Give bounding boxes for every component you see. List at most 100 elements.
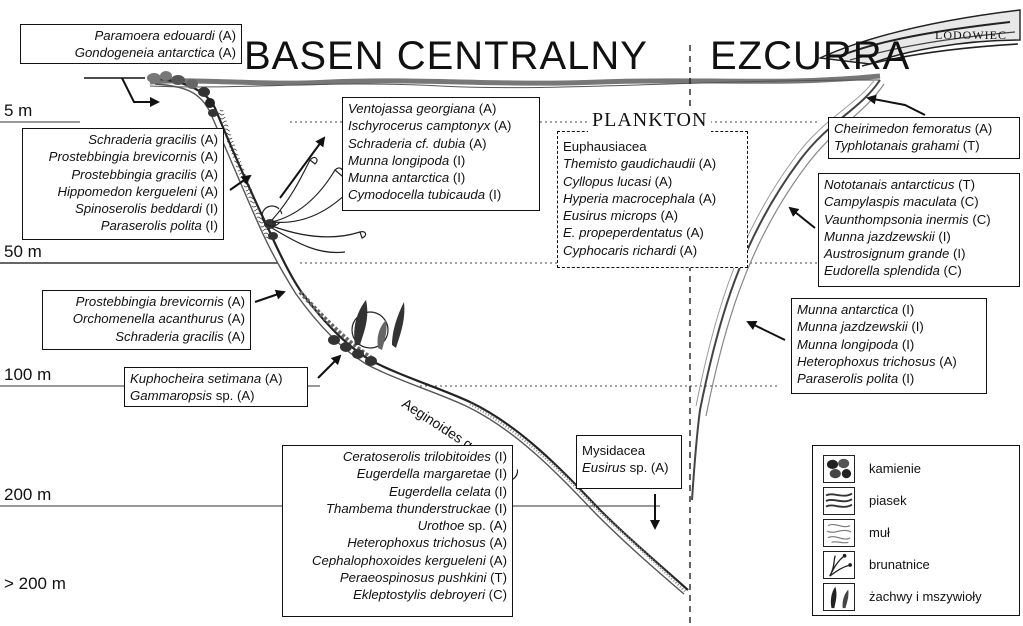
- species-line: Nototanais antarcticus (T): [824, 176, 1014, 193]
- species-box-100m: Kuphocheira setimana (A)Gammaropsis sp. …: [124, 367, 308, 407]
- species-line: Urothoe sp. (A): [288, 517, 507, 534]
- species-line: Kuphocheira setimana (A): [130, 370, 302, 387]
- taxon-tag: (I): [449, 170, 466, 186]
- species-line: Schraderia gracilis (A): [48, 328, 245, 345]
- species-name: Ekleptostylis debroyeri: [353, 587, 486, 603]
- ezcurra-title: EZCURRA: [710, 34, 911, 78]
- legend-item-ascidians: żachwy i mszywioły: [823, 582, 982, 612]
- species-line: Ventojassa georgiana (A): [348, 100, 534, 117]
- species-line: Gondogeneia antarctica (A): [26, 44, 236, 61]
- taxon-tag: (T): [954, 177, 975, 192]
- species-line: Hyperia macrocephala (A): [563, 190, 742, 207]
- species-line: Prostebbingia brevicornis (A): [28, 148, 218, 165]
- species-name: Nototanais antarcticus: [824, 177, 955, 192]
- species-line: Paraserolis polita (I): [28, 217, 218, 234]
- species-name: Cyllopus lucasi: [563, 173, 651, 189]
- species-name: Campylaspis maculata: [824, 194, 957, 210]
- species-line: Peraeospinosus pushkini (T): [288, 569, 507, 586]
- taxon-tag: (A): [650, 173, 673, 189]
- taxon-tag: sp. (A): [625, 460, 669, 476]
- species-box-deep: Ceratoserolis trilobitoides (I)Eugerdell…: [282, 445, 513, 617]
- taxon-tag: (I): [898, 302, 915, 317]
- taxon-tag: (C): [956, 194, 979, 210]
- sea-surface: [149, 73, 881, 86]
- species-line: Thambema thunderstruckae (I): [288, 500, 507, 517]
- species-line: Munna antarctica (I): [797, 301, 981, 318]
- taxon-tag: (I): [490, 483, 507, 499]
- species-name: Schraderia gracilis: [88, 132, 197, 147]
- species-name: Cyphocaris richardi: [563, 242, 676, 258]
- legend-item-sand: piasek: [823, 486, 907, 516]
- taxon-tag: (A): [196, 166, 218, 182]
- taxon-tag: (A): [485, 552, 507, 568]
- depth-label-200m: 200 m: [4, 485, 52, 504]
- pointer-arrows: [84, 77, 926, 530]
- sand-icon: [823, 487, 855, 515]
- kelp-icon: [823, 551, 855, 579]
- species-line: Ceratoserolis trilobitoides (I): [288, 448, 507, 465]
- taxon-tag: (A): [223, 294, 245, 309]
- species-box-50-100m: Prostebbingia brevicornis (A)Orchomenell…: [42, 290, 251, 350]
- taxon-tag: (I): [949, 246, 966, 262]
- taxon-tag: (A): [682, 225, 704, 241]
- stones: [147, 71, 377, 366]
- taxon-tag: (A): [675, 242, 698, 258]
- species-name: Themisto gaudichaudii: [563, 156, 695, 172]
- species-line: Cyllopus lucasi (A): [563, 173, 742, 190]
- species-name: Gondogeneia antarctica: [74, 45, 215, 61]
- species-line: Munna longipoda (I): [348, 152, 534, 169]
- species-line: Heterophoxus trichosus (A): [797, 353, 981, 370]
- species-line: Mysidacea: [582, 442, 676, 459]
- species-line: Euphausiacea: [563, 138, 742, 155]
- species-name: Eusirus: [582, 460, 626, 476]
- species-line: Hippomedon kergueleni (A): [28, 183, 218, 200]
- plankton-title: PLANKTON: [588, 109, 712, 132]
- species-name: Typhlotanais grahami: [834, 138, 960, 154]
- species-name: Thambema thunderstruckae: [325, 500, 491, 516]
- species-name: Paramoera edouardi: [94, 28, 215, 43]
- species-line: Vaunthompsonia inermis (C): [824, 211, 1014, 228]
- taxon-tag: (C): [485, 587, 507, 603]
- species-name: Munna jazdzewskii: [824, 228, 935, 244]
- species-line: Eudorella splendida (C): [824, 262, 1014, 279]
- taxon-tag: (A): [485, 535, 507, 551]
- species-line: Eusirus sp. (A): [582, 459, 676, 476]
- ascidians: [351, 300, 405, 350]
- legend-item-stones: kamienie: [823, 454, 921, 484]
- depth-label-100m: 100 m: [4, 365, 52, 384]
- species-box-ezcurra-shallow: Cheirimedon femoratus (A)Typhlotanais gr…: [828, 117, 1020, 159]
- stones-icon: [823, 455, 855, 483]
- species-name: Eudorella splendida: [824, 263, 940, 279]
- species-name: Eugerdella celata: [388, 483, 491, 499]
- species-line: Typhlotanais grahami (T): [834, 137, 1014, 154]
- species-name: Cymodocella tubicauda: [348, 187, 486, 203]
- taxon-tag: (I): [490, 449, 507, 464]
- species-line: Cheirimedon femoratus (A): [834, 120, 1014, 137]
- species-line: Munna antarctica (I): [348, 169, 534, 186]
- species-box-ezcurra-deep: Munna antarctica (I)Munna jazdzewskii (I…: [791, 298, 987, 394]
- species-line: Eugerdella celata (I): [288, 483, 507, 500]
- species-line: Paramoera edouardi (A): [26, 27, 236, 44]
- taxon-tag: (A): [490, 118, 512, 134]
- basin-title: BASEN CENTRALNY: [244, 34, 648, 78]
- species-line: Munna jazdzewskii (I): [824, 228, 1014, 245]
- species-name: Prostebbingia gracilis: [71, 166, 197, 182]
- species-line: Paraserolis polita (I): [797, 370, 981, 387]
- taxon-tag: (I): [490, 500, 507, 516]
- taxon-tag: (A): [223, 328, 245, 344]
- species-name: Cephalophoxoides kergueleni: [311, 552, 486, 568]
- species-name: Munna longipoda: [348, 152, 450, 168]
- species-line: Cephalophoxoides kergueleni (A): [288, 552, 507, 569]
- species-name: Munna antarctica: [797, 302, 899, 317]
- taxon-tag: (I): [485, 187, 502, 203]
- taxon-tag: (C): [968, 211, 991, 227]
- species-name: Urothoe: [417, 518, 465, 534]
- species-line: Schraderia cf. dubia (A): [348, 135, 534, 152]
- species-line: Cymodocella tubicauda (I): [348, 186, 534, 203]
- species-name: Ceratoserolis trilobitoides: [342, 449, 491, 464]
- taxon-tag: (A): [475, 101, 497, 116]
- mud-icon: [823, 519, 855, 547]
- taxon-tag: sp. (A): [464, 518, 507, 534]
